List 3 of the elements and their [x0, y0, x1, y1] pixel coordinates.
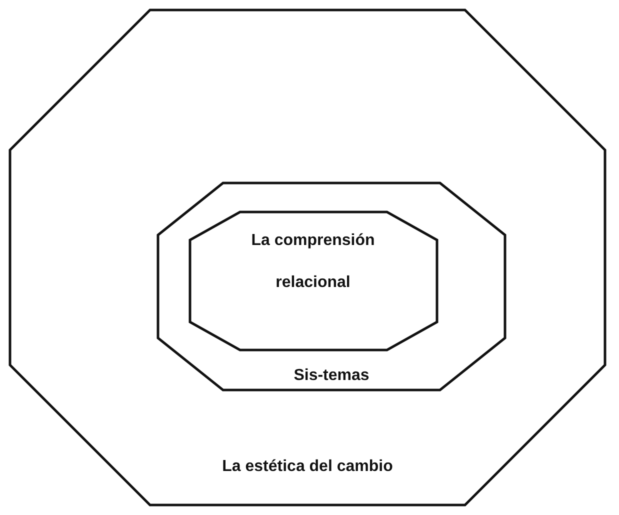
node-label: La comprensión relacional — [250, 231, 376, 293]
node-label: Sis-temas — [292, 366, 370, 386]
node-label: La estética del cambio — [221, 457, 394, 477]
